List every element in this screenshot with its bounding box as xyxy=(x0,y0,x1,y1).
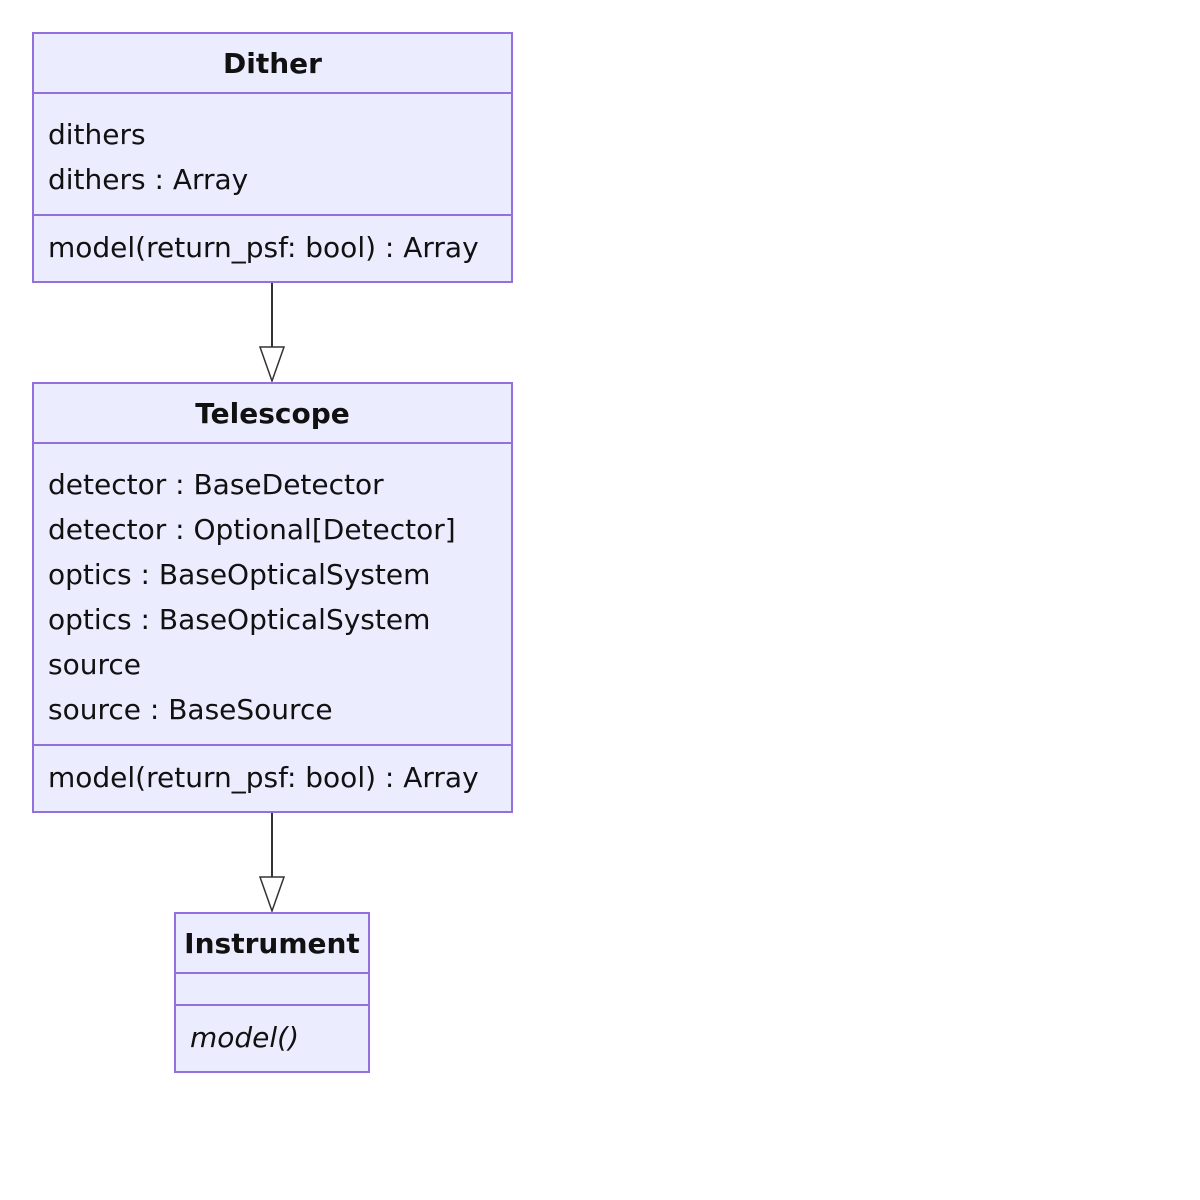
attribute: optics : BaseOpticalSystem xyxy=(48,603,431,636)
methods-section: model(return_psf: bool) : Array xyxy=(34,216,511,280)
class-telescope[interactable]: Telescope detector : BaseDetector detect… xyxy=(32,382,513,813)
attributes-section: detector : BaseDetector detector : Optio… xyxy=(34,444,511,746)
abstract-method: model() xyxy=(190,1021,300,1054)
class-name: Telescope xyxy=(34,384,511,444)
attribute: optics : BaseOpticalSystem xyxy=(48,558,431,591)
methods-section: model() xyxy=(176,1006,368,1070)
inheritance-arrowhead xyxy=(258,346,286,384)
attribute: dithers xyxy=(48,118,146,151)
class-instrument[interactable]: Instrument model() xyxy=(174,912,370,1073)
method: model(return_psf: bool) : Array xyxy=(48,761,479,794)
class-name: Dither xyxy=(34,34,511,94)
attribute: detector : BaseDetector xyxy=(48,468,384,501)
class-name: Instrument xyxy=(176,914,368,974)
edge-telescope-instrument xyxy=(258,813,286,914)
method: model(return_psf: bool) : Array xyxy=(48,231,479,264)
methods-section: model(return_psf: bool) : Array xyxy=(34,746,511,810)
attributes-section: dithers dithers : Array xyxy=(34,94,511,216)
attributes-section xyxy=(176,974,368,1006)
attribute: source : BaseSource xyxy=(48,693,333,726)
class-dither[interactable]: Dither dithers dithers : Array model(ret… xyxy=(32,32,513,283)
attribute: source xyxy=(48,648,141,681)
attribute: dithers : Array xyxy=(48,163,249,196)
attribute: detector : Optional[Detector] xyxy=(48,513,456,546)
edge-dither-telescope xyxy=(258,283,286,384)
inheritance-arrowhead xyxy=(258,876,286,914)
